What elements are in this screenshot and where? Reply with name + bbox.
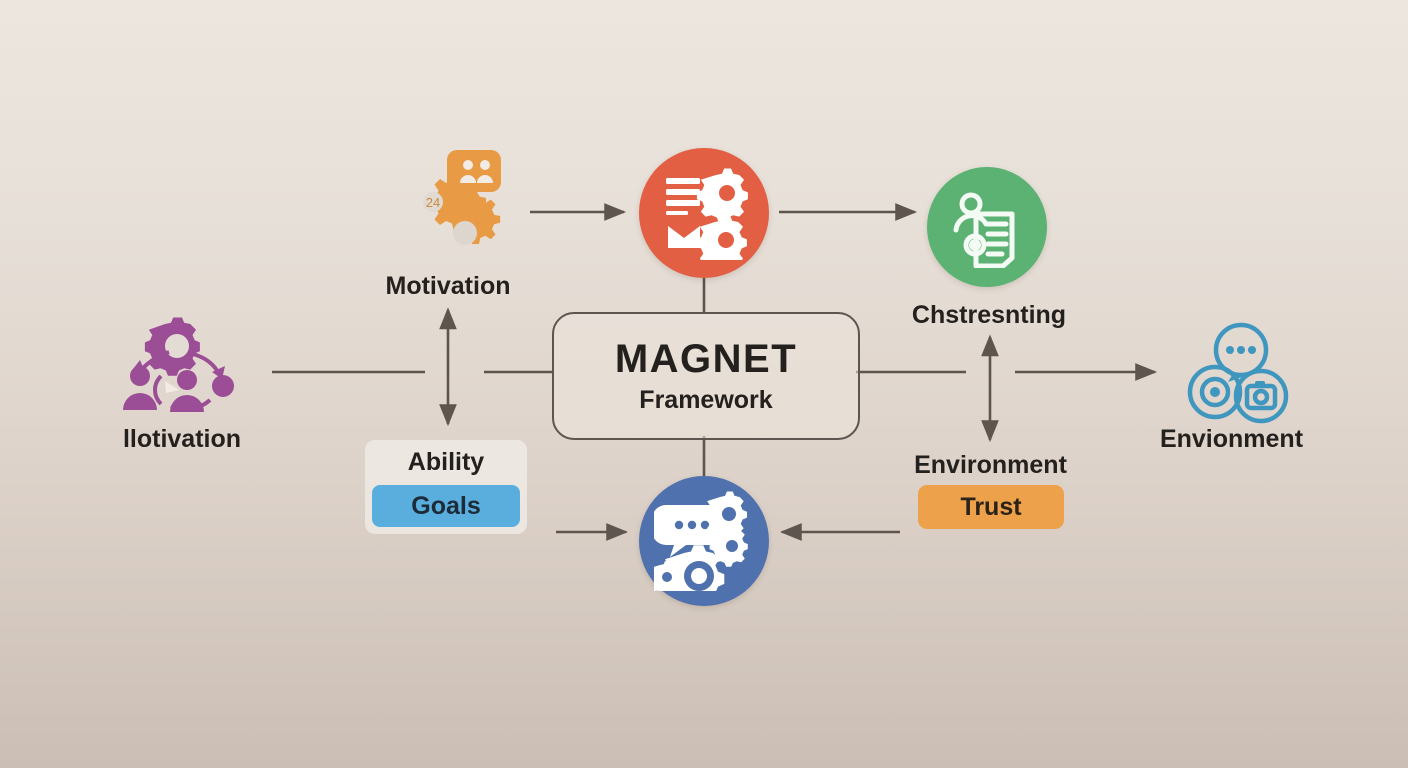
page-subtitle: Framework — [639, 385, 773, 414]
magnet-framework-box[interactable]: MAGNET Framework — [552, 312, 860, 440]
gears-people-speech-bubble-icon: 24 — [393, 146, 509, 262]
environment-label: Environment — [914, 451, 1067, 479]
envionment-label: Envionment — [1159, 425, 1304, 453]
chat-camera-circles-icon — [1185, 322, 1289, 426]
chstresnting-label: Chstresnting — [911, 301, 1067, 329]
goals-badge[interactable]: Goals — [372, 485, 520, 527]
page-title: MAGNET — [614, 336, 798, 381]
trust-badge[interactable]: Trust — [918, 485, 1064, 529]
ability-label: Ability — [407, 448, 485, 476]
communication-node[interactable] — [639, 476, 769, 606]
ability-card[interactable]: Ability Goals — [365, 440, 527, 534]
process-node[interactable] — [639, 148, 769, 278]
chstresnting-node[interactable] — [927, 167, 1047, 287]
motivation-label: Motivation — [385, 272, 511, 300]
svg-text:24: 24 — [426, 195, 440, 210]
llotivation-label: llotivation — [122, 425, 242, 453]
gear-people-cycle-icon — [113, 310, 243, 422]
